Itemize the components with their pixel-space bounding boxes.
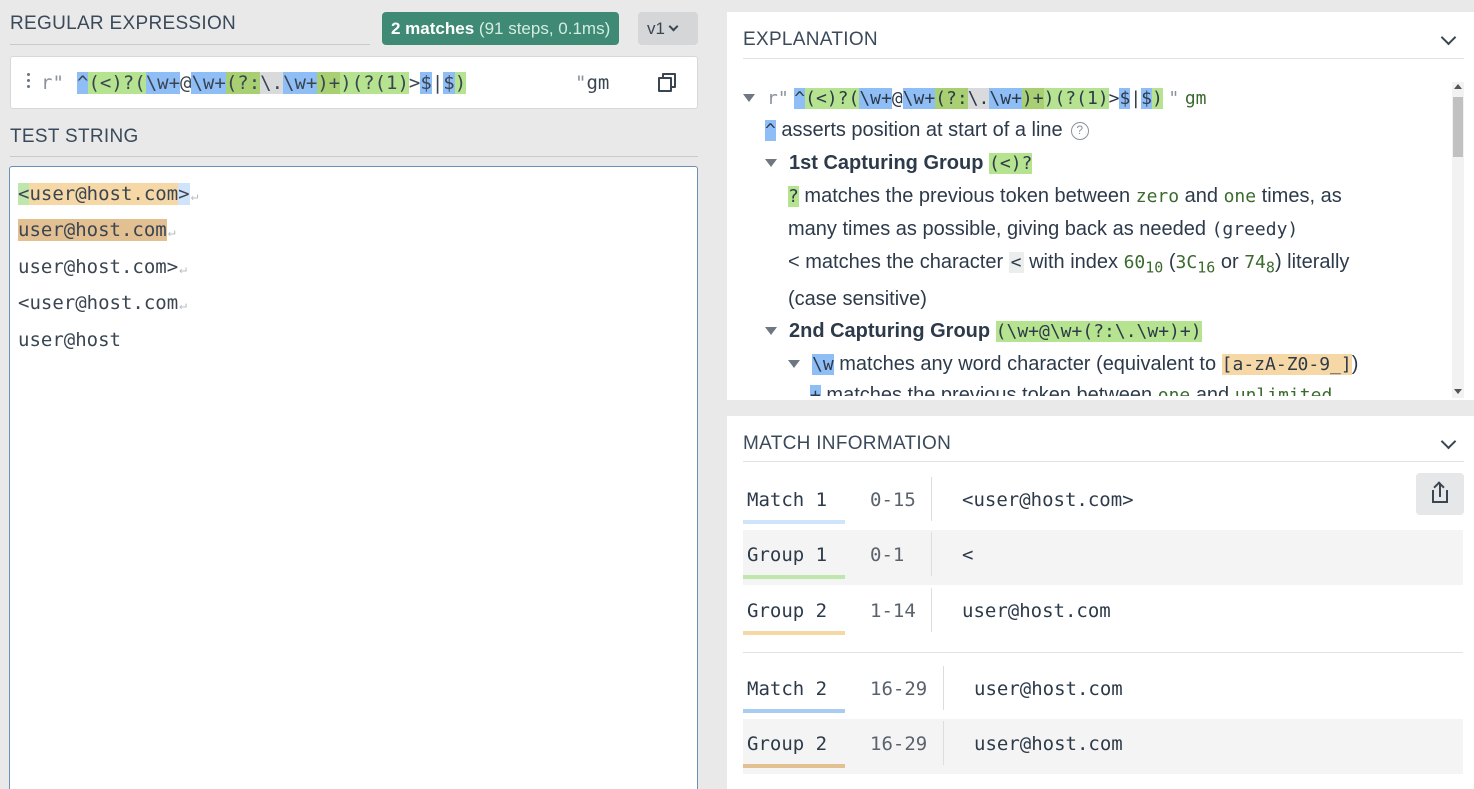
test-line: user@host.com>↵ <box>18 256 187 278</box>
color-underline <box>743 709 845 713</box>
explanation-plus-row: + matches the previous token between one… <box>810 380 1332 396</box>
match-label: Group 1 <box>743 544 845 579</box>
divider <box>10 156 698 157</box>
collapse-triangle-icon[interactable] <box>743 94 755 102</box>
match-info-row[interactable]: Match 1 0-15 <user@host.com> <box>743 475 1463 530</box>
match-label: Match 1 <box>743 489 845 524</box>
match-value[interactable]: user@host.com <box>974 733 1123 755</box>
newline-icon: ↵ <box>179 298 187 313</box>
color-underline <box>743 764 845 768</box>
match-info-row[interactable]: Group 1 0-1 < <box>743 530 1463 585</box>
right-pane: EXPLANATION r" ^(<)?(\w+@\w+(?:\.\w+)+)(… <box>727 0 1474 789</box>
explanation-char-row: < matches the character < with index 601… <box>788 251 1350 277</box>
divider <box>943 721 944 765</box>
help-icon[interactable]: ? <box>1070 122 1089 140</box>
test-line: <user@host.com↵ <box>18 292 187 314</box>
match-count-badge: 2 matches (91 steps, 0.1ms) <box>382 12 620 45</box>
divider <box>743 461 1464 462</box>
divider <box>943 666 944 710</box>
match-value[interactable]: < <box>962 544 974 566</box>
match-label: Match 2 <box>743 678 845 713</box>
share-icon[interactable] <box>1416 473 1464 515</box>
explanation-quantifier-row: ? matches the previous token between zer… <box>788 185 1342 207</box>
explanation-card: EXPLANATION r" ^(<)?(\w+@\w+(?:\.\w+)+)(… <box>727 12 1474 400</box>
match-value[interactable]: user@host.com <box>974 678 1123 700</box>
chevron-down-icon[interactable] <box>1440 433 1457 450</box>
match-info-row[interactable]: Match 2 16-29 user@host.com <box>743 664 1463 719</box>
collapse-triangle-icon[interactable] <box>788 360 800 368</box>
divider <box>931 588 932 632</box>
test-line: user@host.com↵ <box>18 219 176 241</box>
regex-section-title: REGULAR EXPRESSION <box>10 13 237 34</box>
match-value[interactable]: <user@host.com> <box>962 489 1134 511</box>
chevron-down-icon <box>668 21 679 32</box>
test-line: <user@host.com>↵ <box>18 183 199 205</box>
divider <box>931 532 932 576</box>
match-info-row[interactable]: Group 2 1-14 user@host.com <box>743 586 1463 641</box>
explanation-scrollbar[interactable] <box>1452 82 1464 398</box>
match-label: Group 2 <box>743 600 845 635</box>
divider <box>743 652 1463 653</box>
color-underline <box>743 575 845 579</box>
left-pane: REGULAR EXPRESSION 2 matches (91 steps, … <box>0 0 713 789</box>
regex-prefix: r" <box>41 72 64 94</box>
match-range: 16-29 <box>870 733 928 755</box>
divider <box>743 58 1464 59</box>
explanation-tree: r" ^(<)?(\w+@\w+(?:\.\w+)+)(?(1)>$|$) " … <box>727 74 1452 396</box>
match-info-row[interactable]: Group 2 16-29 user@host.com <box>743 719 1463 774</box>
version-select[interactable]: v1 <box>638 12 698 45</box>
match-range: 0-1 <box>870 544 905 566</box>
explanation-text-row: (case sensitive) <box>788 288 927 310</box>
test-section-title: TEST STRING <box>10 126 139 147</box>
newline-icon: ↵ <box>167 225 176 240</box>
explanation-anchor-row: ^ asserts position at start of a line? <box>765 115 1089 146</box>
color-underline <box>743 631 845 635</box>
divider <box>931 477 932 521</box>
regex-input[interactable]: r" ^(<)?(\w+@\w+(?:\.\w+)+)(?(1)>$|$) "g… <box>10 56 698 109</box>
drag-handle-icon[interactable] <box>27 71 33 93</box>
color-underline <box>743 520 845 524</box>
chevron-down-icon[interactable] <box>1440 29 1457 46</box>
explanation-wordchar-row: \w matches any word character (equivalen… <box>788 349 1358 380</box>
collapse-triangle-icon[interactable] <box>765 327 777 335</box>
regex-pattern[interactable]: ^(<)?(\w+@\w+(?:\.\w+)+)(?(1)>$|$) <box>77 72 467 94</box>
test-line: user@host <box>18 329 121 351</box>
match-info-title: MATCH INFORMATION <box>743 433 952 454</box>
copy-icon[interactable] <box>653 69 683 97</box>
explanation-group1-row: 1st Capturing Group (<)? <box>765 148 1033 179</box>
match-range: 0-15 <box>870 489 916 511</box>
explanation-title: EXPLANATION <box>743 29 878 50</box>
test-string-editor[interactable]: <user@host.com>↵ user@host.com↵ user@hos… <box>9 166 698 789</box>
explanation-group2-row: 2nd Capturing Group (\w+@\w+(?:\.\w+)+) <box>765 316 1202 347</box>
match-value[interactable]: user@host.com <box>962 600 1111 622</box>
explanation-regex-row: r" ^(<)?(\w+@\w+(?:\.\w+)+)(?(1)>$|$) " … <box>743 83 1207 114</box>
newline-icon: ↵ <box>190 189 199 204</box>
divider <box>10 44 370 45</box>
newline-icon: ↵ <box>179 262 187 277</box>
match-range: 1-14 <box>870 600 916 622</box>
explanation-text-row: many times as possible, giving back as n… <box>788 218 1299 240</box>
collapse-triangle-icon[interactable] <box>765 159 777 167</box>
match-range: 16-29 <box>870 678 928 700</box>
match-label: Group 2 <box>743 733 845 768</box>
regex-flags[interactable]: "gm <box>575 72 610 94</box>
